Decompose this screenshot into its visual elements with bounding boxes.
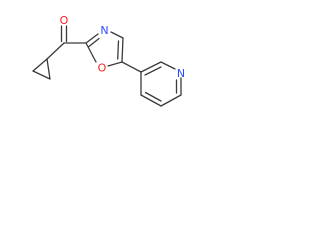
oxazole-bond xyxy=(121,37,124,63)
oxazole-double-bond xyxy=(117,40,120,60)
structure-canvas: O N O N xyxy=(0,0,216,130)
cyclopropyl-bond xyxy=(32,58,48,72)
oxazole-ring xyxy=(85,31,124,67)
ring-oxygen-label: O xyxy=(98,62,107,75)
oxazole-bond xyxy=(85,42,97,63)
pyridine-nitrogen-label: N xyxy=(177,67,185,80)
oxazole-double-bond xyxy=(88,37,100,48)
oxazole-bond xyxy=(107,61,123,67)
oxazole-nitrogen-label: N xyxy=(100,24,108,37)
pyridine-double-bond xyxy=(144,66,162,76)
oxazole-bond xyxy=(110,31,124,39)
carbonyl-oxygen-label: O xyxy=(60,14,69,27)
pyridine-bond xyxy=(160,94,182,107)
oxazole-pyridine-bond xyxy=(121,61,142,73)
molecule-drawing: O N O N xyxy=(32,14,185,107)
cyclopropyl-bond xyxy=(32,70,51,80)
oxazole-bond xyxy=(85,33,99,44)
cyclopropyl-carbonyl-bond xyxy=(46,42,65,60)
pyridine-bond xyxy=(160,61,176,70)
pyridine-bond xyxy=(140,61,162,73)
pyridine-bond xyxy=(140,94,162,107)
pyridine-ring xyxy=(140,61,182,107)
pyridine-double-bond xyxy=(144,91,162,102)
carbonyl-group xyxy=(46,25,87,60)
cyclopropyl-ring xyxy=(32,58,51,80)
cyclopropyl-bond xyxy=(46,58,51,80)
